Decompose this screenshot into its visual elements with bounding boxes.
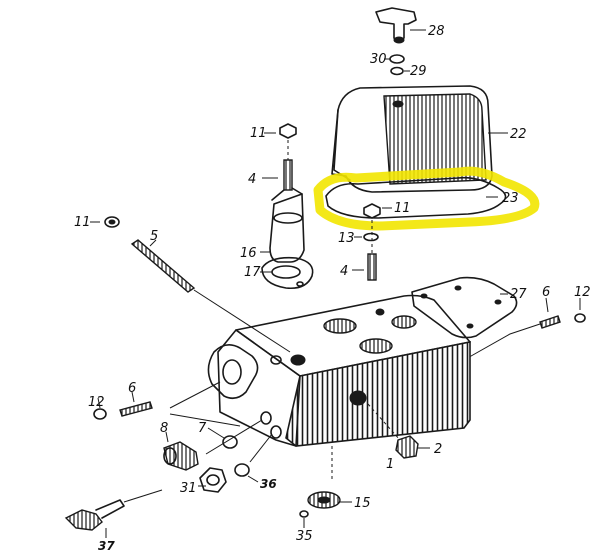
part-35-screw <box>299 510 309 528</box>
part-4-stud-left <box>262 159 293 191</box>
label-13: 13 <box>338 231 355 246</box>
label-29: 29 <box>410 64 427 79</box>
leader-right <box>463 323 541 361</box>
part-5-long-bolt <box>130 239 291 353</box>
label-16: 16 <box>240 246 257 261</box>
label-31: 31 <box>180 481 197 496</box>
label-30: 30 <box>370 52 387 67</box>
part-6-stud-right <box>539 297 561 329</box>
part-12-nut-right <box>574 298 586 323</box>
part-27-cover-plate <box>411 276 518 339</box>
part-28-wing-knob <box>375 7 426 44</box>
label-4-left: 4 <box>248 172 256 187</box>
part-13-washer <box>354 232 379 242</box>
label-27: 27 <box>510 287 527 302</box>
assembly-line-2 <box>367 403 401 441</box>
label-11-top: 11 <box>250 126 267 141</box>
part-6-stud-left <box>119 391 153 417</box>
label-6-left: 6 <box>128 381 136 396</box>
part-23-gasket <box>325 176 507 219</box>
part-11-nut-left <box>90 216 120 228</box>
label-4-mid: 4 <box>340 264 348 279</box>
part-31-plug <box>198 467 227 493</box>
label-11-mid: 11 <box>394 201 411 216</box>
label-15: 15 <box>354 496 371 511</box>
part-16-rocker-support <box>260 187 305 263</box>
part-4-stud-mid <box>352 253 377 281</box>
part-22-valve-cover <box>331 85 508 193</box>
leader-8 <box>205 419 263 455</box>
part-11-nut-top <box>264 123 297 139</box>
label-23: 23 <box>502 191 519 206</box>
part-30-washer <box>384 54 405 64</box>
part-2-plug <box>395 435 430 459</box>
part-17-flange-gasket <box>260 256 314 290</box>
label-5: 5 <box>150 229 158 244</box>
part-1-cylinder-head <box>207 294 471 480</box>
label-2: 2 <box>434 442 442 457</box>
label-11-left: 11 <box>74 215 91 230</box>
label-36: 36 <box>260 477 277 491</box>
part-8-banjo-fitting <box>163 431 199 471</box>
part-7-washer <box>207 427 238 449</box>
label-35: 35 <box>296 529 313 544</box>
leader-36 <box>249 433 273 463</box>
label-22: 22 <box>510 127 527 142</box>
label-12-right: 12 <box>574 285 591 300</box>
part-11-nut-mid <box>363 203 392 219</box>
leader-left-upper <box>169 381 221 409</box>
leader-left-lower <box>169 413 241 427</box>
label-37: 37 <box>98 539 115 553</box>
part-29-o-ring <box>390 66 410 76</box>
label-6-right: 6 <box>542 285 550 300</box>
label-12-left: 12 <box>88 395 105 410</box>
label-17: 17 <box>244 265 261 280</box>
part-36-o-ring <box>234 463 259 483</box>
label-1: 1 <box>386 457 394 472</box>
part-23-gasket-highlight <box>313 166 540 231</box>
part-15-sender-disc <box>307 491 352 509</box>
label-28: 28 <box>428 24 445 39</box>
label-8: 8 <box>160 421 168 436</box>
label-7: 7 <box>198 421 207 436</box>
part-37-sensor <box>64 489 163 538</box>
part-12-nut-left <box>93 397 107 420</box>
